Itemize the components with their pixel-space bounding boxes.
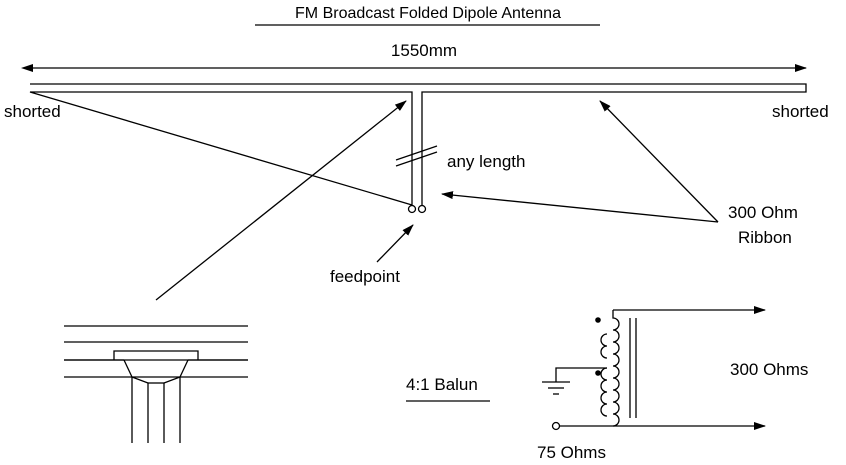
balun-schematic xyxy=(542,306,766,431)
feed-terminal-right xyxy=(417,204,427,214)
right-shorted-label: shorted xyxy=(772,102,829,121)
ribbon-arrow-to-element xyxy=(599,100,719,223)
left-shorted-label: shorted xyxy=(4,102,61,121)
length-label: 1550mm xyxy=(391,41,457,60)
ribbon-label-line1: 300 Ohm xyxy=(728,203,798,222)
detail-arrow xyxy=(155,100,407,301)
cross-section-detail xyxy=(64,325,248,443)
feedpoint-label: feedpoint xyxy=(330,267,400,286)
balun-75-ohms-label: 75 Ohms xyxy=(537,443,606,462)
break-mark-2 xyxy=(395,151,438,167)
any-length-label: any length xyxy=(447,152,525,171)
balun-300-ohms-label: 300 Ohms xyxy=(730,360,808,379)
ribbon-arrow-to-feedline xyxy=(441,191,719,223)
folded-dipole-element xyxy=(29,83,807,206)
feedpoint-arrow xyxy=(376,224,414,263)
break-mark-1 xyxy=(395,145,438,161)
feed-terminal-left xyxy=(407,204,417,214)
balun-label: 4:1 Balun xyxy=(406,375,478,394)
ribbon-label-line2: Ribbon xyxy=(738,228,792,247)
diagram-title: FM Broadcast Folded Dipole Antenna xyxy=(295,5,561,22)
